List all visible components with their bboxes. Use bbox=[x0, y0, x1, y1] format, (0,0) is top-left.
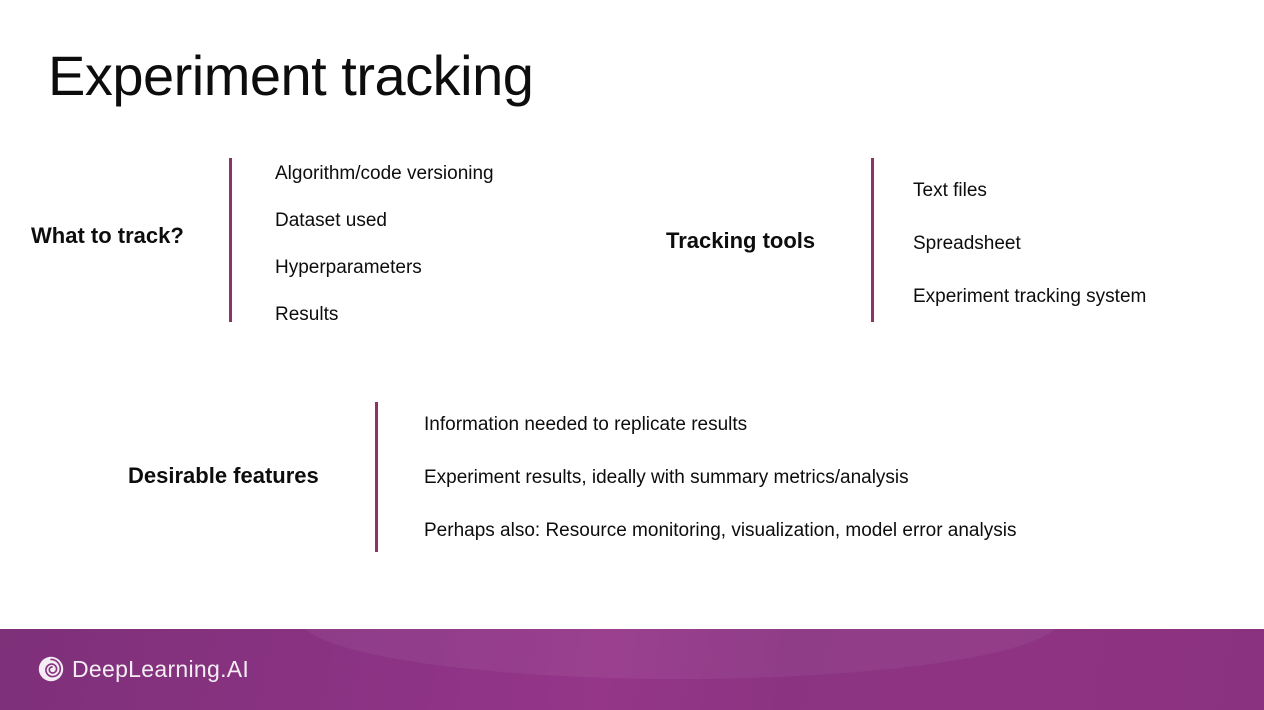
group-items-tracking-tools: Text files Spreadsheet Experiment tracki… bbox=[913, 178, 1146, 337]
deeplearning-ai-spiral-icon bbox=[38, 656, 64, 682]
page-title: Experiment tracking bbox=[48, 44, 534, 107]
list-item: Spreadsheet bbox=[913, 233, 1021, 254]
group-label-tracking-tools: Tracking tools bbox=[666, 228, 816, 253]
group-label-desirable-features: Desirable features bbox=[128, 463, 319, 488]
list-item: Information needed to replicate results bbox=[424, 414, 748, 435]
footer-bar bbox=[0, 629, 1264, 710]
list-item: Text files bbox=[913, 180, 987, 201]
footer-logo: DeepLearning.AI bbox=[38, 656, 249, 682]
list-item: Hyperparameters bbox=[275, 257, 422, 278]
list-item: Experiment results, ideally with summary… bbox=[424, 467, 909, 488]
list-item: Dataset used bbox=[275, 210, 387, 231]
list-item: Perhaps also: Resource monitoring, visua… bbox=[424, 520, 1017, 541]
group-items-desirable-features: Information needed to replicate results … bbox=[424, 412, 1016, 571]
list-item: Algorithm/code versioning bbox=[275, 163, 494, 184]
list-item: Results bbox=[275, 304, 339, 325]
group-divider-desirable-features bbox=[375, 402, 378, 552]
footer-brand-text: DeepLearning.AI bbox=[72, 655, 250, 682]
group-label-what-to-track: What to track? bbox=[31, 223, 184, 248]
list-item: Experiment tracking system bbox=[913, 286, 1147, 307]
group-items-what-to-track: Algorithm/code versioning Dataset used H… bbox=[275, 161, 494, 349]
group-divider-tracking-tools bbox=[871, 158, 874, 322]
group-divider-what-to-track bbox=[229, 158, 232, 322]
